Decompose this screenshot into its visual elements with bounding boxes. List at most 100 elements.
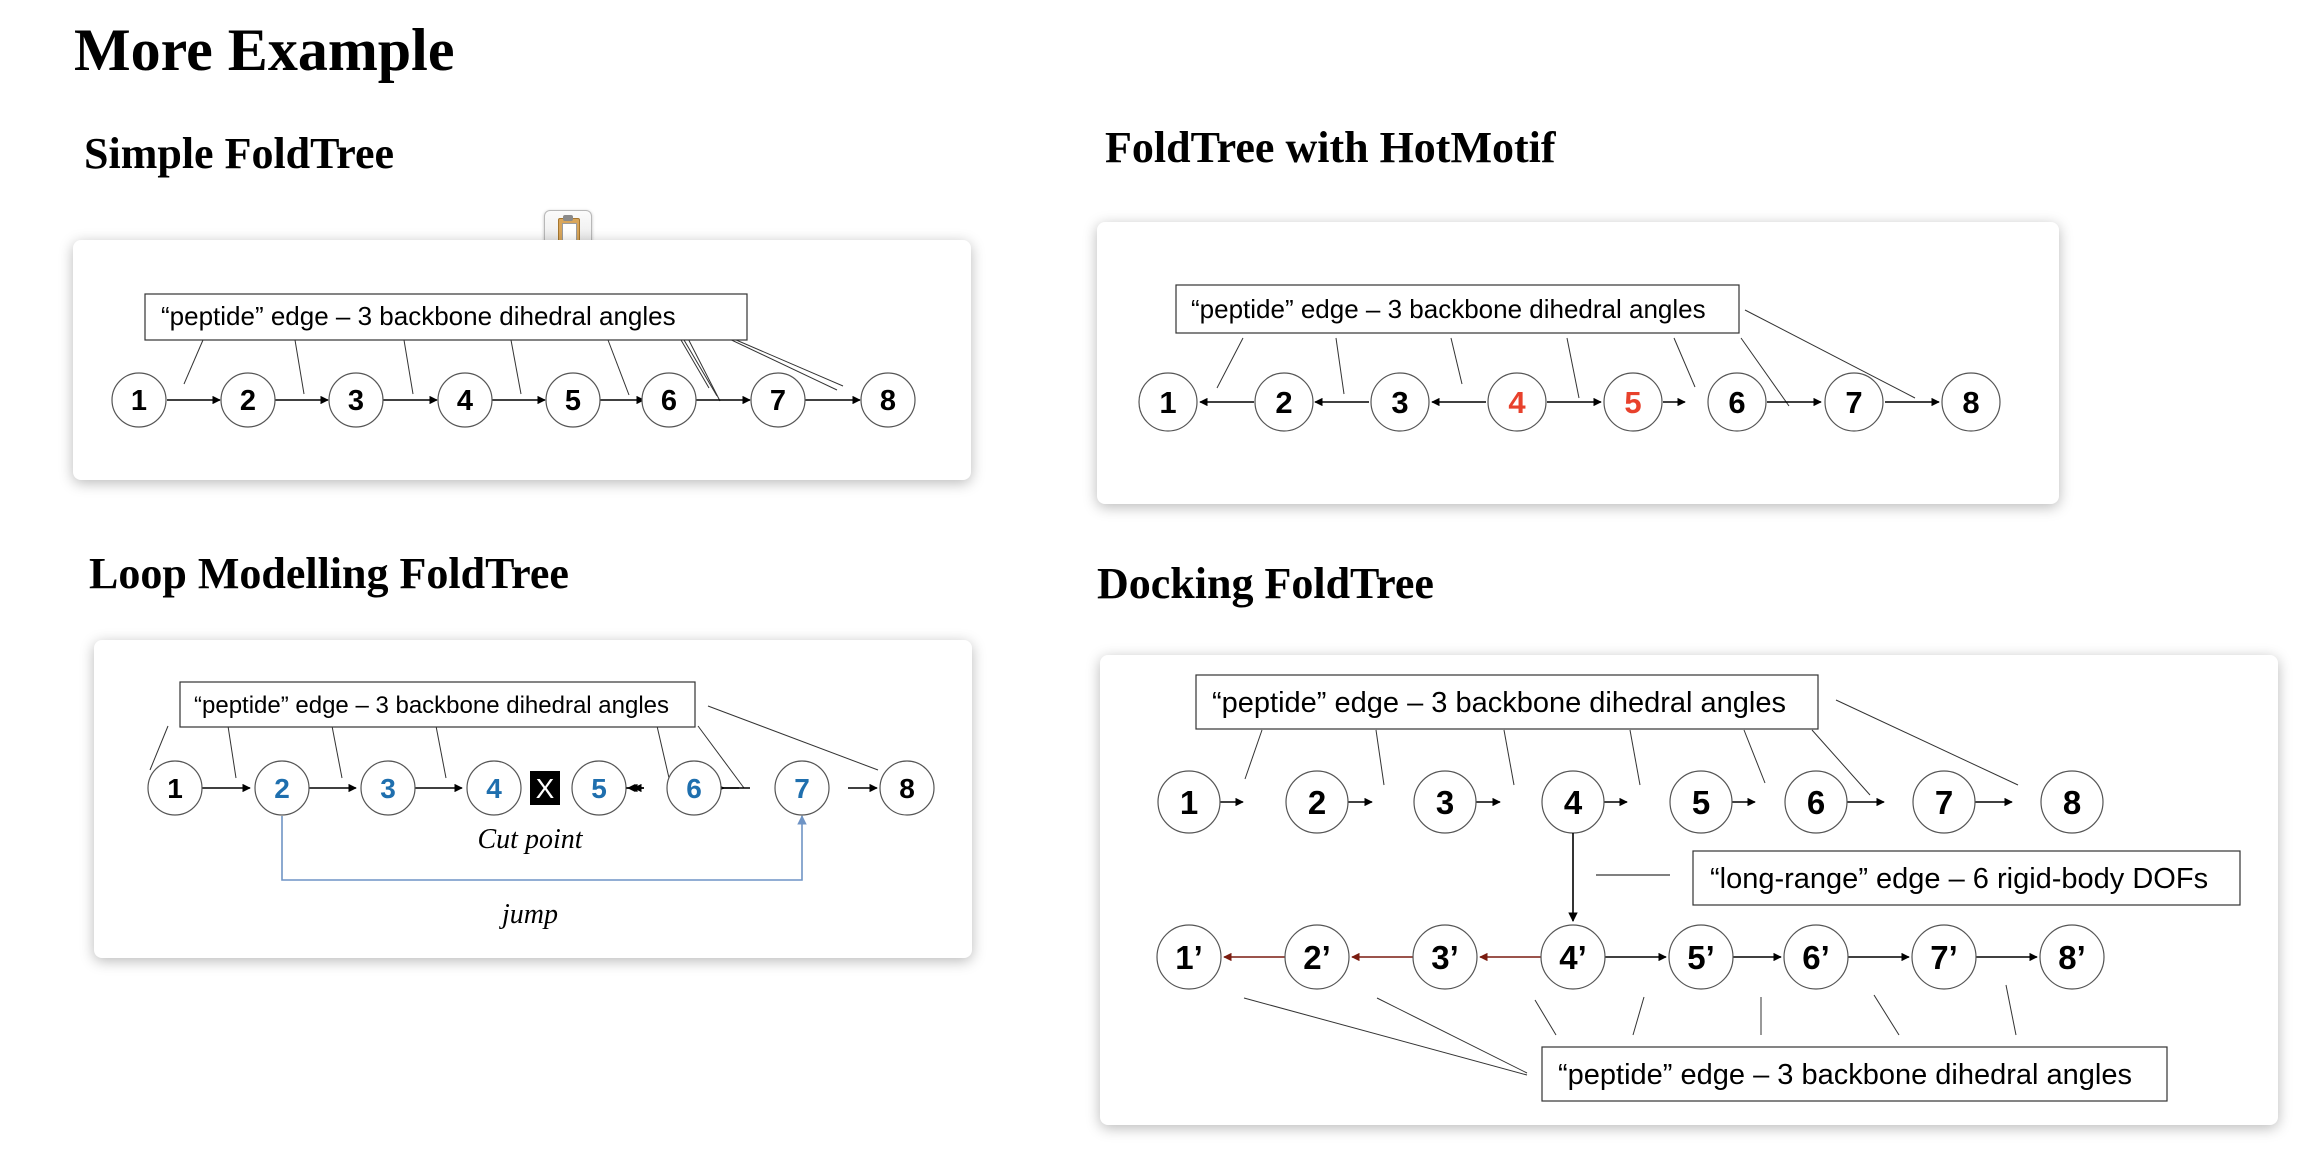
svg-text:1: 1 <box>167 773 183 804</box>
callout-lines <box>183 318 721 402</box>
peptide-edge-label-top: “peptide” edge – 3 backbone dihedral ang… <box>1212 687 1786 719</box>
svg-text:7: 7 <box>794 773 810 804</box>
peptide-edge-label-box <box>179 681 696 728</box>
peptide-edge-label-box <box>1175 284 1740 334</box>
svg-text:8: 8 <box>880 385 896 417</box>
long-range-edge-label: “long-range” edge – 6 rigid-body DOFs <box>1710 863 2208 895</box>
peptide-edge-label-box <box>144 293 748 341</box>
docking-foldtree-panel: “peptide” edge – 3 backbone dihedral ang… <box>1100 655 2278 1125</box>
long-range-edge-label-box <box>1692 850 2241 906</box>
callout-lines-bottom <box>1243 984 2017 1076</box>
docking-foldtree-diagram: “peptide” edge – 3 backbone dihedral ang… <box>1156 674 2241 1102</box>
cut-point-label: Cut point <box>477 824 583 855</box>
loop-foldtree-diagram: “peptide” edge – 3 backbone dihedral ang… <box>147 681 935 930</box>
svg-text:2’: 2’ <box>1303 939 1331 976</box>
bottom-node-7: 7’ <box>1911 924 1977 990</box>
top-node-6: 6 <box>1784 770 1848 834</box>
svg-text:5: 5 <box>591 773 607 804</box>
long-range-edge <box>1568 833 1670 922</box>
svg-text:5: 5 <box>565 385 581 417</box>
svg-text:6: 6 <box>686 773 702 804</box>
node-5: 5 <box>571 760 627 816</box>
svg-text:X: X <box>536 773 555 804</box>
svg-text:5’: 5’ <box>1687 939 1715 976</box>
svg-text:1: 1 <box>1180 784 1198 821</box>
hotmotif-foldtree-title: FoldTree with HotMotif <box>1105 123 1556 172</box>
svg-text:1: 1 <box>131 385 147 417</box>
svg-text:3: 3 <box>1436 784 1454 821</box>
svg-text:2: 2 <box>1308 784 1326 821</box>
svg-text:6: 6 <box>1807 784 1825 821</box>
node-4: 4 <box>466 760 522 816</box>
svg-text:2: 2 <box>274 773 290 804</box>
simple-foldtree-title: Simple FoldTree <box>84 129 395 178</box>
svg-text:4’: 4’ <box>1559 939 1587 976</box>
svg-text:7: 7 <box>770 385 786 417</box>
svg-text:5: 5 <box>1692 784 1710 821</box>
node-1: 1 <box>1138 372 1198 432</box>
bottom-node-4: 4’ <box>1540 924 1606 990</box>
svg-text:4: 4 <box>1508 385 1526 420</box>
top-node-1: 1 <box>1157 770 1221 834</box>
svg-text:5: 5 <box>1624 385 1641 420</box>
node-8: 8 <box>879 760 935 816</box>
node-1: 1 <box>147 760 203 816</box>
peptide-edge-label-bottom: “peptide” edge – 3 backbone dihedral ang… <box>1558 1059 2132 1091</box>
node-7: 7 <box>1824 372 1884 432</box>
cut-point-marker: X <box>530 771 560 805</box>
peptide-edge-label-box-top <box>1195 674 1819 730</box>
svg-text:3: 3 <box>1391 385 1408 420</box>
bottom-node-5: 5’ <box>1668 924 1734 990</box>
svg-text:8: 8 <box>1962 385 1979 420</box>
svg-text:2: 2 <box>1275 385 1292 420</box>
node-3: 3 <box>360 760 416 816</box>
peptide-edge-label: “peptide” edge – 3 backbone dihedral ang… <box>194 692 669 719</box>
svg-text:2: 2 <box>240 385 256 417</box>
bottom-node-3: 3’ <box>1412 924 1478 990</box>
page-title: More Example <box>74 17 455 83</box>
svg-text:7: 7 <box>1845 385 1862 420</box>
node-1: 1 <box>111 372 167 428</box>
svg-text:7’: 7’ <box>1930 939 1958 976</box>
svg-text:3: 3 <box>380 773 396 804</box>
svg-text:7: 7 <box>1935 784 1953 821</box>
hotmotif-foldtree-panel: “peptide” edge – 3 backbone dihedral ang… <box>1097 222 2059 504</box>
top-node-5: 5 <box>1669 770 1733 834</box>
svg-text:6: 6 <box>1728 385 1745 420</box>
node-3: 3 <box>328 372 384 428</box>
simple-foldtree-panel: “peptide” edge – 3 backbone dihedral ang… <box>73 240 971 480</box>
top-node-4: 4 <box>1541 770 1605 834</box>
peptide-edge-label-box-bottom <box>1541 1046 2168 1102</box>
node-2: 2 <box>220 372 276 428</box>
peptide-edge-label: “peptide” edge – 3 backbone dihedral ang… <box>1191 294 1706 324</box>
simple-foldtree-diagram: “peptide” edge – 3 backbone dihedral ang… <box>111 293 916 428</box>
peptide-edge-label: “peptide” edge – 3 backbone dihedral ang… <box>161 301 676 331</box>
callout-lines <box>149 705 879 789</box>
svg-text:1’: 1’ <box>1175 939 1203 976</box>
svg-text:3: 3 <box>348 385 364 417</box>
svg-text:1: 1 <box>1159 385 1176 420</box>
jump-label: jump <box>499 899 558 930</box>
svg-text:4: 4 <box>1564 784 1583 821</box>
node-5: 5 <box>545 372 601 428</box>
top-node-2: 2 <box>1285 770 1349 834</box>
svg-text:8: 8 <box>2063 784 2081 821</box>
node-8: 8 <box>1941 372 2001 432</box>
bottom-node-1: 1’ <box>1156 924 1222 990</box>
callout-lines <box>1216 309 1916 407</box>
node-7: 7 <box>774 760 830 816</box>
callout-lines-top <box>1244 699 2019 796</box>
top-node-8: 8 <box>2040 770 2104 834</box>
node-6: 6 <box>666 760 722 816</box>
svg-text:8: 8 <box>899 773 915 804</box>
node-6: 6 <box>1707 372 1767 432</box>
node-2: 2 <box>254 760 310 816</box>
docking-foldtree-title: Docking FoldTree <box>1097 559 1434 608</box>
node-7: 7 <box>750 372 806 428</box>
top-node-7: 7 <box>1912 770 1976 834</box>
hotmotif-foldtree-diagram: “peptide” edge – 3 backbone dihedral ang… <box>1138 284 2001 432</box>
bottom-node-2: 2’ <box>1284 924 1350 990</box>
top-node-3: 3 <box>1413 770 1477 834</box>
node-2: 2 <box>1254 372 1314 432</box>
loop-foldtree-panel: “peptide” edge – 3 backbone dihedral ang… <box>94 640 972 958</box>
